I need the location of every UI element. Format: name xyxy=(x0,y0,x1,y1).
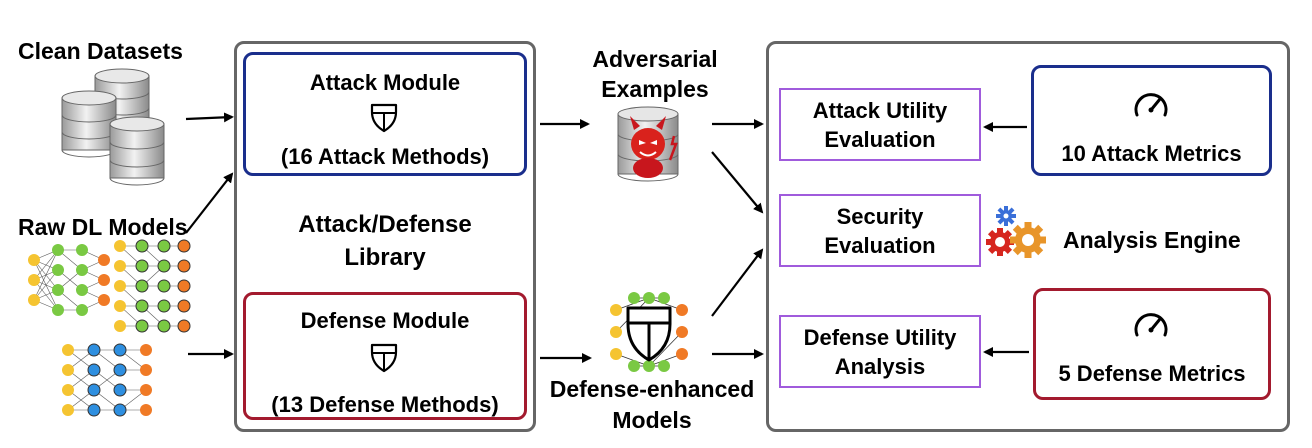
analysis-engine-label: Analysis Engine xyxy=(1063,227,1241,253)
library-title-line1: Attack/Defense xyxy=(298,211,472,238)
defense-module-title: Defense Module xyxy=(300,308,470,333)
neural-network-icon xyxy=(28,244,110,316)
defense-utility-line1: Defense Utility xyxy=(803,324,957,350)
raw-dl-models-label: Raw DL Models xyxy=(18,214,188,240)
defense-utility-analysis-box: Defense Utility Analysis xyxy=(779,315,981,388)
clean-datasets-label: Clean Datasets xyxy=(18,38,183,64)
defense-enhanced-models-label: Defense-enhanced Models xyxy=(532,374,772,436)
defense-module-box xyxy=(243,292,527,420)
shielded-network-icon xyxy=(610,292,688,372)
attack-utility-line1: Attack Utility xyxy=(812,97,948,123)
neural-network-icon xyxy=(62,343,152,417)
shield-icon xyxy=(370,103,398,133)
defense-methods-count: (13 Defense Methods) xyxy=(271,392,499,417)
attack-methods-count: (16 Attack Methods) xyxy=(280,144,490,169)
arrow-enhanced-to-security xyxy=(711,248,764,317)
arrow-datasets-to-attack xyxy=(185,112,234,123)
analysis-engine-frame xyxy=(766,41,1290,432)
arrow-models-to-attack xyxy=(185,172,234,234)
security-evaluation-box: Security Evaluation xyxy=(779,194,981,267)
attack-utility-line2: Evaluation xyxy=(824,126,936,152)
security-line1: Security xyxy=(836,203,924,229)
library-title-line2: Library xyxy=(344,244,426,271)
gears-icon xyxy=(986,206,1046,258)
attack-metrics-box xyxy=(1031,65,1272,176)
adversarial-database-icon xyxy=(617,106,679,182)
attack-module-box xyxy=(243,52,527,176)
arrow-adversarial-to-security xyxy=(711,151,764,214)
adversarial-examples-label: Adversarial Examples xyxy=(560,44,750,104)
attack-defense-library-frame xyxy=(234,41,536,432)
attack-module-title: Attack Module xyxy=(309,70,461,95)
library-title: Attack/Defense Library xyxy=(243,208,527,274)
security-line2: Evaluation xyxy=(824,232,936,258)
gauge-icon xyxy=(1134,93,1168,117)
neural-network-icon xyxy=(114,239,191,333)
adversarial-line2: Examples xyxy=(601,76,709,102)
defense-metrics-box xyxy=(1033,288,1271,400)
attack-utility-evaluation-box: Attack Utility Evaluation xyxy=(779,88,981,161)
defense-enhanced-line2: Models xyxy=(612,407,692,433)
database-stack-icon xyxy=(61,68,165,186)
adversarial-line1: Adversarial xyxy=(592,46,718,72)
shield-icon xyxy=(370,343,398,373)
gauge-icon xyxy=(1134,313,1168,337)
defense-utility-line2: Analysis xyxy=(834,353,926,379)
defense-metrics-label: 5 Defense Metrics xyxy=(1058,361,1246,386)
attack-metrics-label: 10 Attack Metrics xyxy=(1061,141,1242,166)
defense-enhanced-line1: Defense-enhanced xyxy=(549,376,755,402)
